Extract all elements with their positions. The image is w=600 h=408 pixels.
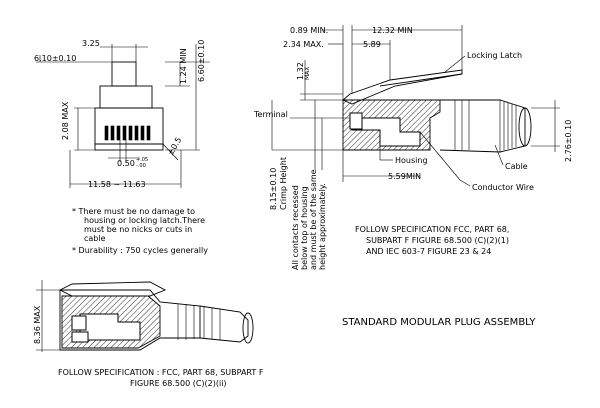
bottom-spec-2: FIGURE 68.500 (C)(2)(ii) <box>130 379 227 388</box>
note-line-2: housing or locking latch.There <box>84 216 205 225</box>
dim-132-max: MAX <box>304 67 311 80</box>
label-terminal: Terminal <box>253 110 288 119</box>
label-housing: Housing <box>395 156 428 165</box>
note-line-4: cable <box>84 234 106 243</box>
recess-line-4: height approximately. <box>318 183 327 270</box>
side-view: 0.89 MIN. 12.32 MIN 2.34 MAX. 5.89 1.32 … <box>253 25 573 270</box>
contact-slots <box>104 125 151 141</box>
dim-latch-height: 1.24 MIN <box>179 48 188 84</box>
dim-589: 5.89 <box>363 40 381 49</box>
side-spec-1: FOLLOW SPECIFICATION FCC, PART 68, <box>355 225 509 234</box>
crimp-line-2: Crimp Height <box>279 157 288 210</box>
dim-pitch-tol-minus: -.00 <box>136 163 146 169</box>
dim-276: 2.76±0.10 <box>564 120 573 162</box>
dim-pitch-tol-plus: +.05 <box>136 157 148 163</box>
dim-1232: 12.32 MIN <box>372 26 413 35</box>
dim-body-height: 2.08 MAX <box>61 101 70 140</box>
dim-234: 2.34 MAX. <box>283 40 324 49</box>
note-line-3: must be no nicks or cuts in <box>84 225 192 234</box>
note-line-5: * Durability : 750 cycles generally <box>72 246 208 255</box>
dim-132: 1.32 <box>296 62 305 80</box>
dim-pitch: 0.50 <box>117 159 135 168</box>
label-locking-latch: Locking Latch <box>467 51 522 60</box>
front-view: 3.25 6.10±0.10 1.24 MIN 6.60±0.10 2.08 M… <box>34 39 210 189</box>
dim-559: 5.59MIN <box>388 172 421 181</box>
dim-total-height: 6.60±0.10 <box>197 40 206 82</box>
note-line-1: * There must be no damage to <box>72 207 195 216</box>
dim-width: 11.58 ~ 11.63 <box>88 180 146 189</box>
bottom-view: 8.36 MAX FOLLOW SPECIFICATION : FCC, PAR… <box>33 280 264 388</box>
dim-top: 3.25 <box>82 39 100 48</box>
recess-line-2: below top of housing <box>300 186 309 270</box>
dim-left-width: 6.10±0.10 <box>34 54 76 63</box>
notes: * There must be no damage to housing or … <box>72 207 208 255</box>
crimp-line-1: 8.15±0.10 <box>269 168 278 210</box>
label-cable: Cable <box>505 162 528 171</box>
dim-836: 8.36 MAX <box>33 305 42 344</box>
side-spec-3: AND IEC 603-7 FIGURE 23 & 24 <box>366 247 491 256</box>
recess-line-3: and must be of the same <box>309 169 318 270</box>
dim-089: 0.89 MIN. <box>290 26 328 35</box>
drawing-title: STANDARD MODULAR PLUG ASSEMBLY <box>342 317 536 328</box>
recess-line-1: All contacts recessed <box>291 185 300 270</box>
bottom-spec-1: FOLLOW SPECIFICATION : FCC, PART 68, SUB… <box>58 368 264 377</box>
label-conductor: Conductor Wire <box>472 183 534 192</box>
side-spec-2: SUBPART F FIGURE 68.500 (C)(2)(1) <box>366 236 509 245</box>
